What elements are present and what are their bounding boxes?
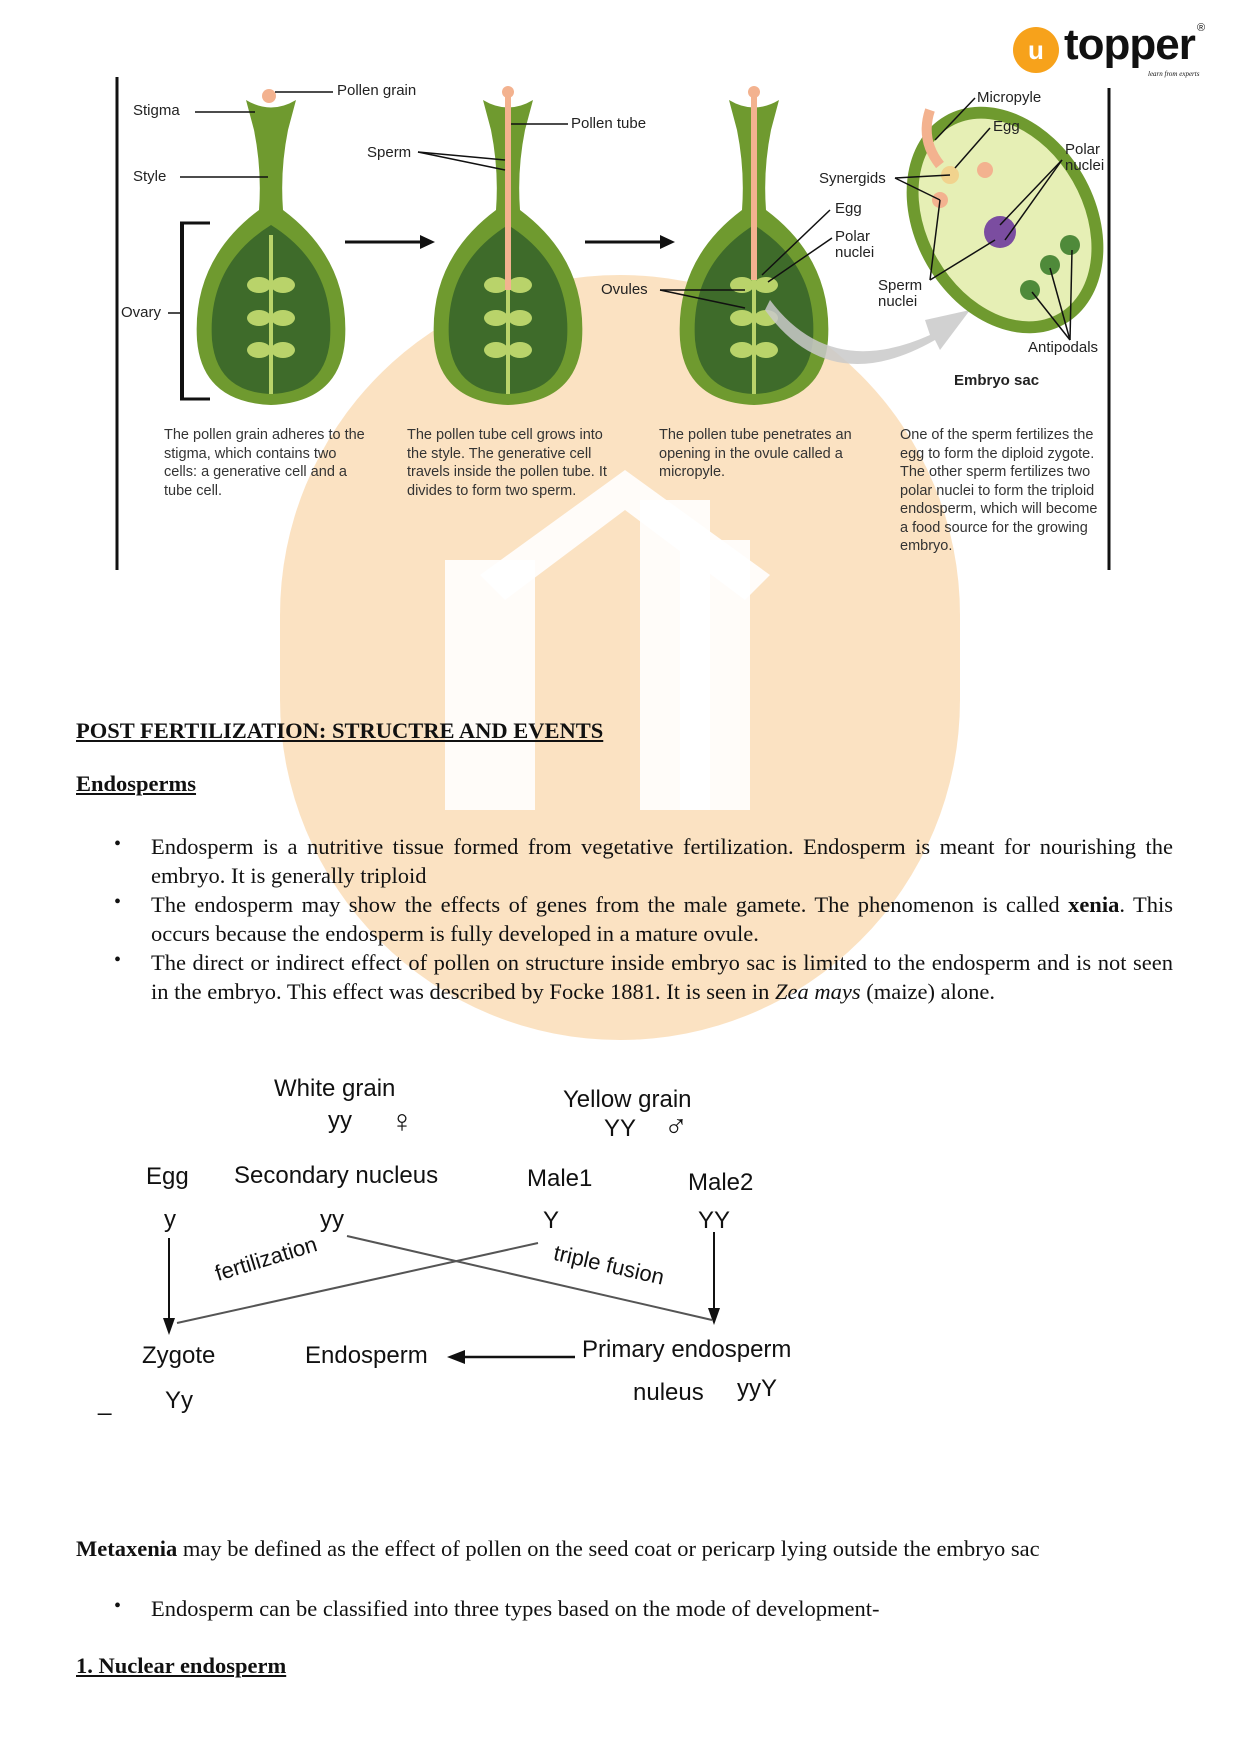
bullet-marker: • [114,833,122,855]
logo-text: topper [1064,20,1196,69]
label-egg-sac: Egg [993,118,1020,135]
label-style: Style [133,168,167,185]
text: (maize) alone. [860,979,995,1004]
label-pollen-grain: Pollen grain [337,82,417,99]
male1-genotype: Y [543,1207,560,1234]
fertilization-line [176,1242,539,1324]
topper-logo: u topper ® learn from experts [1012,20,1212,82]
label-pollen-tube: Pollen tube [571,115,647,132]
term-xenia: xenia [1068,892,1120,917]
arrow-head [163,1318,175,1335]
secondary-nucleus-label: Secondary nucleus [234,1162,439,1189]
label-ovules: Ovules [601,281,648,298]
arrow-head [708,1308,720,1325]
egg-genotype: y [164,1206,176,1233]
metaxenia-paragraph: Metaxenia may be defined as the effect o… [76,1536,1040,1562]
label-polar-nuclei-sac: Polar nuclei [1065,142,1105,174]
male2-genotype: YY [698,1207,731,1234]
male-symbol-icon: ♂ [664,1108,688,1144]
svg-text:u: u [1028,35,1044,65]
zygote-label: Zygote [142,1342,216,1369]
label-antipodals: Antipodals [1028,339,1099,356]
bullet-item-3: The direct or indirect effect of pollen … [151,948,1173,1006]
female-symbol-icon: ♀ [390,1103,414,1139]
bullet-item-2: The endosperm may show the effects of ge… [151,890,1173,948]
logo-mark-icon: u [1013,27,1059,73]
nucleus-label: nuleus [633,1379,704,1406]
caption-step-1: The pollen grain adheres to the stigma, … [164,427,365,499]
label-polar-nuclei: Polar nuclei [835,228,875,261]
label-micropyle: Micropyle [977,89,1042,106]
bullet-marker: • [114,1595,122,1617]
bullet-endosperm-types: Endosperm can be classified into three t… [151,1596,880,1621]
subsection-title: Endosperms [76,771,197,796]
text: . This occurs because the endosperm is f… [151,892,1173,946]
triple-fusion-line [346,1235,713,1321]
label-synergids: Synergids [819,170,886,187]
text: may be defined as the effect of pollen o… [177,1536,1040,1561]
male2-label: Male2 [688,1169,754,1196]
zygote-genotype: Yy [165,1387,194,1414]
pistil-shape [196,100,346,405]
caption-step-2: The pollen tube cell grows into the styl… [407,427,607,499]
primary-endosperm-label: Primary endosperm [582,1336,792,1363]
primary-genotype: yyY [737,1375,778,1402]
white-genotype: yy [328,1107,352,1134]
bullet-item-1: Endosperm is a nutritive tissue formed f… [151,834,1173,888]
text: The direct or indirect effect of pollen … [151,950,1173,1004]
endosperm-label: Endosperm [305,1342,428,1369]
label-egg: Egg [835,200,862,217]
flower-illustration [115,77,1111,570]
logo-registered: ® [1197,22,1206,34]
yellow-grain-label: Yellow grain [563,1086,692,1113]
caption-step-4: One of the sperm fertilizes the egg to f… [900,427,1098,554]
species-name: Zea mays [775,979,861,1004]
section-title: POST FERTILIZATION: STRUCTRE AND EVENTS [76,718,604,743]
label-embryo-sac: Embryo sac [954,372,1040,389]
label-ovary: Ovary [121,304,162,321]
logo-tagline: learn from experts [1148,70,1200,78]
white-grain-label: White grain [274,1075,396,1102]
arrow-head [447,1350,465,1364]
bullet-marker: • [114,891,122,913]
male1-label: Male1 [527,1165,593,1192]
label-sperm: Sperm [367,144,412,161]
nuclear-endosperm-heading: 1. Nuclear endosperm [76,1653,287,1678]
bullet-marker: • [114,949,122,971]
secondary-genotype: yy [320,1206,344,1233]
dash-mark: _ [98,1389,112,1416]
caption-step-3: The pollen tube penetrates an opening in… [659,427,852,480]
egg-label: Egg [146,1163,189,1190]
label-stigma: Stigma [133,102,180,119]
yellow-genotype: YY [604,1115,637,1142]
text: The endosperm may show the effects of ge… [151,892,1069,917]
label-sperm-nuclei: Sperm nuclei [878,277,923,310]
term-metaxenia: Metaxenia [76,1536,178,1561]
